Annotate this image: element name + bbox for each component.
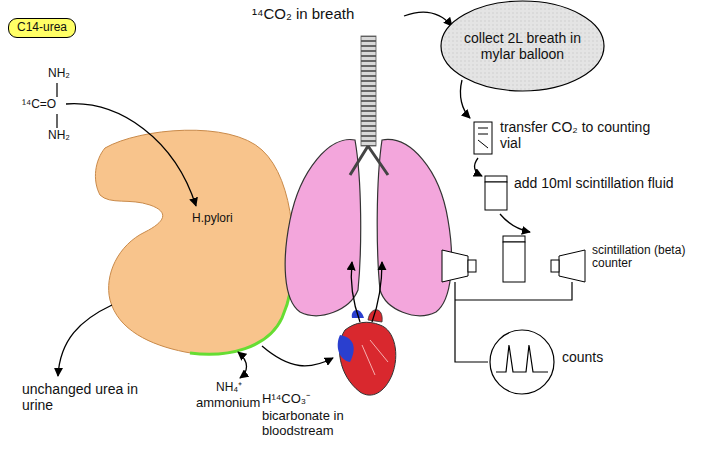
transfer-icon xyxy=(474,122,492,154)
flow-arrow xyxy=(500,214,530,232)
flow-arrow xyxy=(238,352,247,378)
bond xyxy=(56,114,57,128)
label-text: ¹⁴C=O xyxy=(22,98,56,111)
label-text: ¹⁴CO₂ in breath xyxy=(252,6,354,23)
balloon-circle: collect 2L breath in mylar balloon xyxy=(440,0,605,92)
bond xyxy=(56,83,57,97)
scintillation-counter xyxy=(442,236,585,282)
flow-arrow xyxy=(475,158,482,176)
counts-display xyxy=(490,330,554,394)
node-text: collect 2L breath in mylar balloon xyxy=(463,30,583,62)
flow-arrow xyxy=(404,12,452,26)
label-text: ammonium xyxy=(196,396,260,411)
bronchi xyxy=(350,146,388,175)
label-text: H.pylori xyxy=(192,212,233,225)
flow-arrow xyxy=(351,262,360,322)
label-text: NH₄⁺ xyxy=(216,381,242,394)
flow-arrow xyxy=(262,346,333,366)
label-text: unchanged urea in urine xyxy=(22,382,147,413)
label-text: transfer CO₂ to counting vial xyxy=(500,120,670,151)
label-text: add 10ml scintillation fluid xyxy=(514,176,679,192)
wire xyxy=(455,282,572,300)
flow-arrow xyxy=(372,262,382,322)
label-text: counts xyxy=(562,350,603,366)
node-text: C14-urea xyxy=(17,21,67,35)
flow-arrow xyxy=(66,104,196,206)
label-box: C14-urea xyxy=(8,18,76,38)
label-text: NH₂ xyxy=(48,129,70,142)
mucosa-line xyxy=(190,240,293,354)
stomach xyxy=(95,130,293,354)
wire xyxy=(455,282,488,362)
label-text: scintillation (beta) counter xyxy=(592,244,697,271)
right-lung xyxy=(377,140,451,316)
label-text: H¹⁴CO₃⁻ xyxy=(262,392,310,407)
trachea xyxy=(361,36,376,146)
heart xyxy=(338,310,396,395)
counting-vial xyxy=(485,176,507,210)
label-text: NH₂ xyxy=(48,67,70,80)
flow-arrow xyxy=(58,305,112,376)
left-lung xyxy=(285,140,361,316)
balloon-shape xyxy=(441,1,604,91)
label-text: bicarbonate in bloodstream xyxy=(262,409,380,438)
flow-arrow xyxy=(460,80,470,118)
